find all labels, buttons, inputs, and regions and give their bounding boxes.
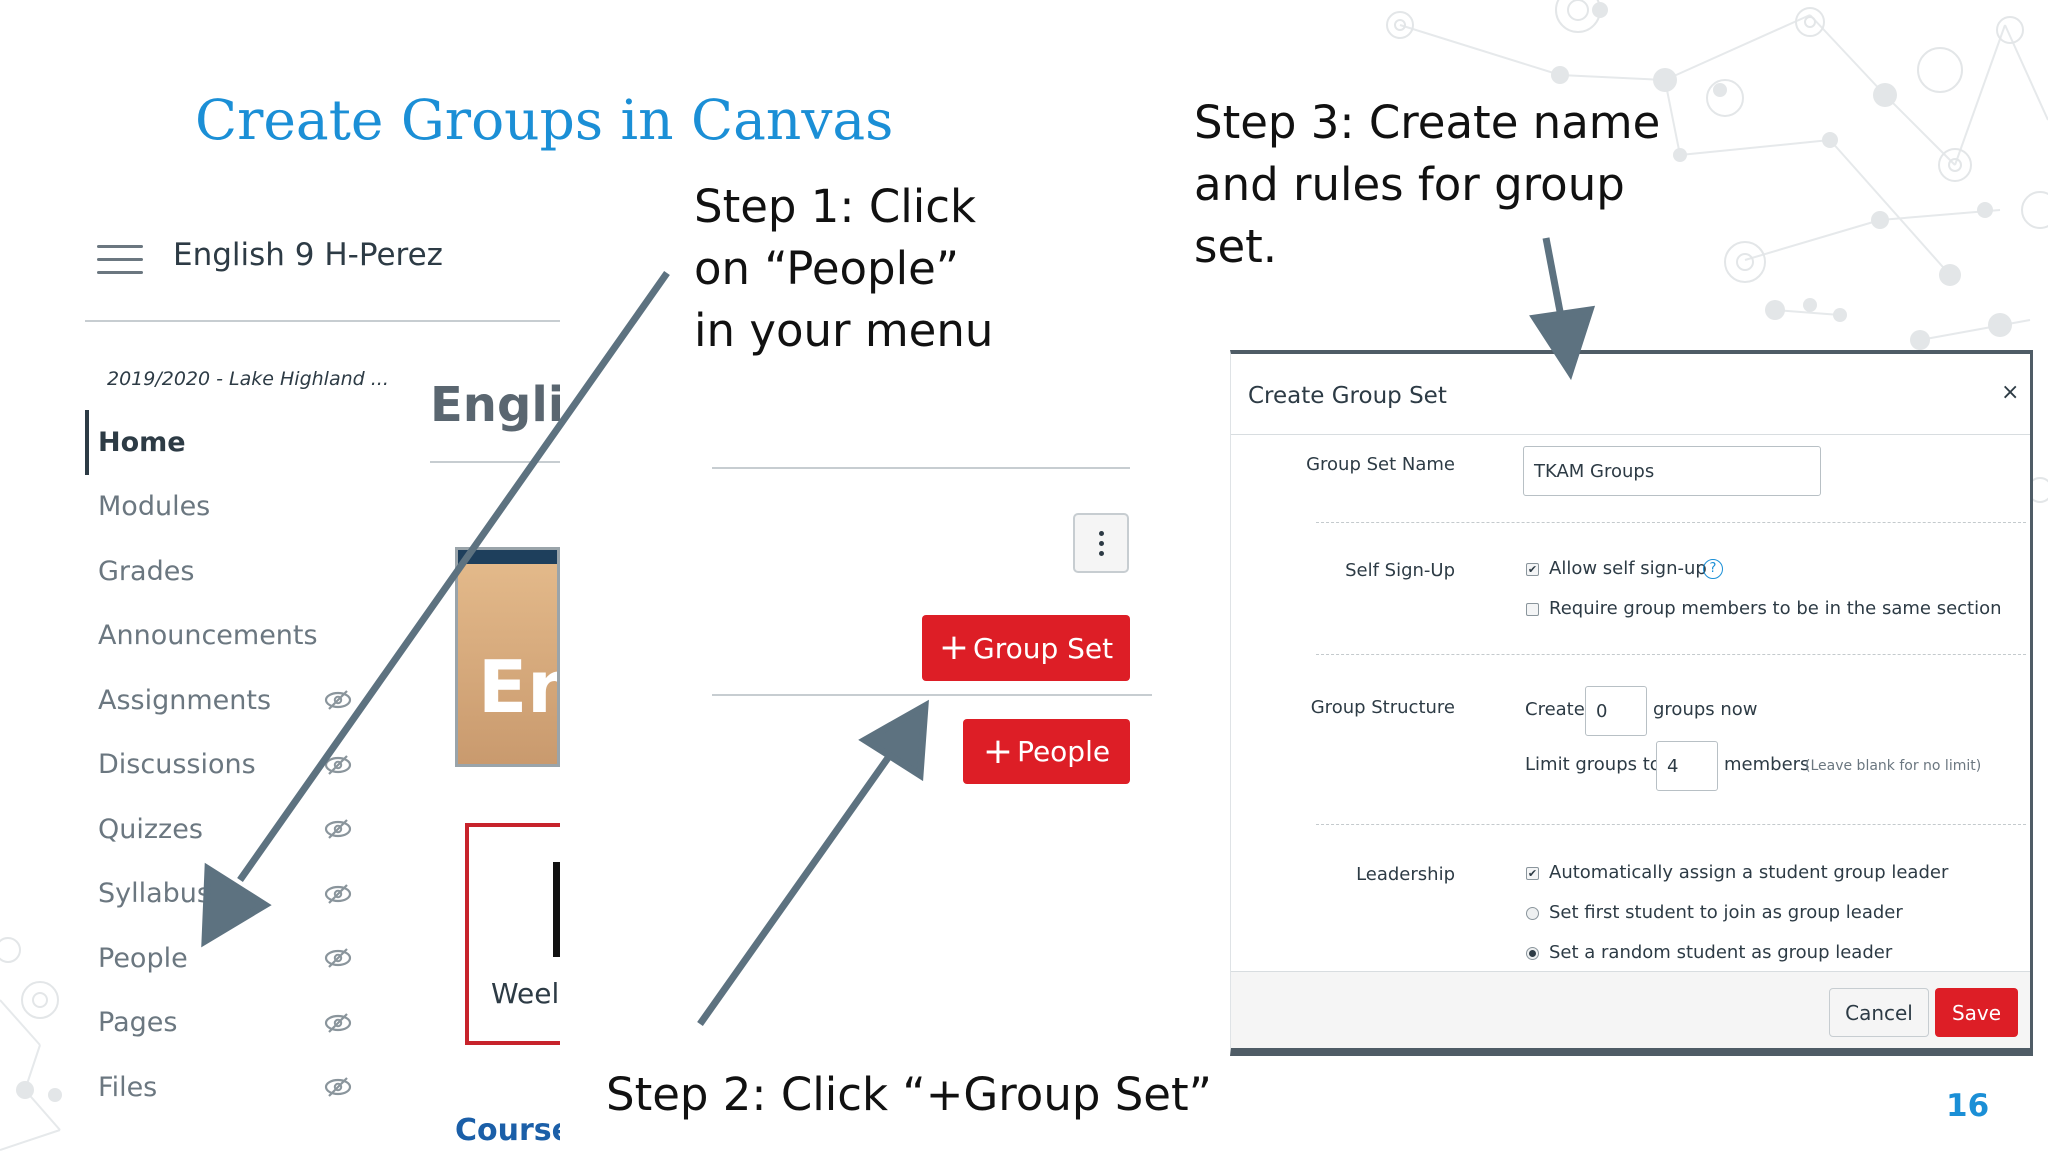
sidebar-item-discussions[interactable]: Discussions <box>85 733 375 798</box>
allow-self-signup-label: Allow self sign-up <box>1549 558 1707 579</box>
sidebar-item-grades[interactable]: Grades <box>85 539 375 604</box>
courses-link[interactable]: Course <box>455 1113 560 1148</box>
step1-line-3: in your menu <box>694 304 994 357</box>
random-student-leader-radio[interactable] <box>1526 947 1539 960</box>
sidebar-item-label: Assignments <box>98 684 272 716</box>
course-card[interactable]: En <box>455 547 560 767</box>
members-label: members <box>1724 754 1810 775</box>
help-icon[interactable]: ? <box>1703 559 1723 579</box>
sidebar-item-pages[interactable]: Pages <box>85 991 375 1056</box>
sidebar-item-label: Files <box>98 1071 158 1103</box>
plus-icon: + <box>982 730 1014 772</box>
hamburger-icon[interactable] <box>97 245 143 275</box>
groups-count-input[interactable]: 0 <box>1585 686 1647 736</box>
step1-line-2: on “People” <box>694 242 960 295</box>
limit-groups-label: Limit groups to <box>1525 754 1661 775</box>
sidebar-item-label: Quizzes <box>98 813 203 845</box>
require-same-section-checkbox[interactable] <box>1526 603 1539 616</box>
add-group-set-button[interactable]: + Group Set <box>922 615 1130 681</box>
step1-instructions: Step 1: Click on “People” in your menu <box>694 176 993 362</box>
close-icon[interactable]: × <box>2001 380 2020 405</box>
groups-divider-top <box>712 467 1130 469</box>
step1-line-1: Step 1: Click <box>694 180 977 233</box>
sidebar-item-label: Pages <box>98 1007 178 1039</box>
sidebar-item-people[interactable]: People <box>85 926 375 991</box>
term-label: 2019/2020 - Lake Highland ... <box>107 368 389 390</box>
sidebar-item-quizzes[interactable]: Quizzes <box>85 797 375 862</box>
course-card-text: En <box>478 645 557 729</box>
slide-title: Create Groups in Canvas <box>195 88 894 152</box>
header-divider <box>85 320 560 322</box>
sidebar-item-label: Announcements <box>98 620 318 652</box>
sidebar-item-home[interactable]: Home <box>85 410 375 475</box>
limit-members-input[interactable]: 4 <box>1656 741 1718 791</box>
eye-slash-icon[interactable] <box>323 947 353 969</box>
group-set-name-input[interactable]: TKAM Groups <box>1523 446 1821 496</box>
groups-divider-bottom <box>712 694 1152 696</box>
save-button[interactable]: Save <box>1935 988 2018 1037</box>
dialog-header-divider <box>1231 434 2030 435</box>
first-student-leader-radio[interactable] <box>1526 907 1539 920</box>
section-divider <box>1316 522 2026 523</box>
heading-divider <box>430 461 560 463</box>
plus-icon: + <box>938 627 970 668</box>
sidebar-item-label: People <box>98 942 188 974</box>
sidebar-item-files[interactable]: Files <box>85 1055 375 1120</box>
create-group-set-dialog: Create Group Set × Group Set Name TKAM G… <box>1230 350 2033 1056</box>
require-same-section-label: Require group members to be in the same … <box>1549 598 2002 619</box>
sidebar-item-modules[interactable]: Modules <box>85 475 375 540</box>
dialog-footer: Cancel Save <box>1231 971 2030 1048</box>
first-student-leader-label: Set first student to join as group leade… <box>1549 902 1903 923</box>
members-hint: (Leave blank for no limit) <box>1805 758 1982 774</box>
group-structure-label: Group Structure <box>1310 697 1455 718</box>
add-people-button[interactable]: + People <box>963 719 1130 784</box>
step3-line-1: Step 3: Create name <box>1194 96 1661 149</box>
sidebar-item-label: Modules <box>98 491 211 523</box>
sidebar-item-announcements[interactable]: Announcements <box>85 604 375 669</box>
eye-slash-icon[interactable] <box>323 1076 353 1098</box>
group-set-label: Group Set <box>973 631 1114 665</box>
create-label: Create <box>1525 699 1585 720</box>
section-divider <box>1316 824 2026 825</box>
sidebar-item-label: Discussions <box>98 749 256 781</box>
dialog-title: Create Group Set <box>1248 383 1447 409</box>
sidebar-item-label: Grades <box>98 555 195 587</box>
week-module-box[interactable]: Weel <box>465 823 560 1045</box>
step3-line-2: and rules for group <box>1194 158 1625 211</box>
leadership-label: Leadership <box>1356 864 1455 885</box>
page-heading: Englis <box>430 377 560 433</box>
auto-assign-leader-label: Automatically assign a student group lea… <box>1549 862 1949 883</box>
eye-slash-icon[interactable] <box>323 689 353 711</box>
step2-instructions: Step 2: Click “+Group Set” <box>606 1068 1212 1121</box>
kebab-menu-icon[interactable] <box>1073 513 1129 573</box>
eye-slash-icon[interactable] <box>323 883 353 905</box>
step3-line-3: set. <box>1194 220 1278 273</box>
groups-now-label: groups now <box>1653 699 1758 720</box>
sidebar-item-label: Syllabus <box>98 878 211 910</box>
allow-self-signup-checkbox[interactable]: ✔ <box>1526 563 1539 576</box>
random-student-leader-label: Set a random student as group leader <box>1549 942 1893 963</box>
auto-assign-leader-checkbox[interactable]: ✔ <box>1526 867 1539 880</box>
page-number: 16 <box>1946 1088 1990 1124</box>
course-name[interactable]: English 9 H-Perez <box>173 237 443 273</box>
eye-slash-icon[interactable] <box>323 818 353 840</box>
group-set-name-label: Group Set Name <box>1306 454 1455 475</box>
eye-slash-icon[interactable] <box>323 1012 353 1034</box>
week-label: Weel <box>491 977 560 1010</box>
eye-slash-icon[interactable] <box>323 754 353 776</box>
people-label: People <box>1017 735 1111 768</box>
sidebar-item-assignments[interactable]: Assignments <box>85 668 375 733</box>
section-divider <box>1316 654 2026 655</box>
sidebar-item-label: Home <box>98 426 186 458</box>
canvas-course-panel: English 9 H-Perez 2019/2020 - Lake Highl… <box>85 165 560 1152</box>
self-signup-label: Self Sign-Up <box>1345 560 1455 581</box>
sidebar-item-syllabus[interactable]: Syllabus <box>85 862 375 927</box>
week-image-fragment <box>553 862 560 957</box>
step3-instructions: Step 3: Create name and rules for group … <box>1194 92 1660 278</box>
cancel-button[interactable]: Cancel <box>1829 988 1929 1037</box>
